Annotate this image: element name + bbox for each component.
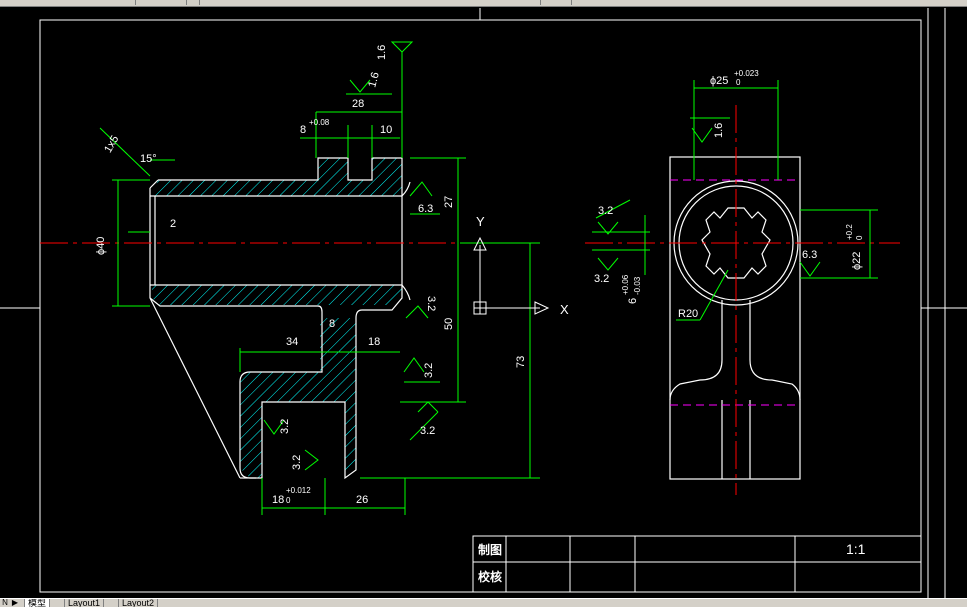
toolbar-segment[interactable] — [541, 0, 572, 5]
dim-8b: 8 — [329, 318, 335, 330]
toolbar-segment[interactable] — [0, 0, 136, 5]
dim-22: ϕ22 — [851, 252, 863, 270]
dim-10: 10 — [380, 124, 392, 136]
toolbar-segment[interactable] — [187, 0, 200, 5]
dim-6-tol: +0.06 — [621, 274, 630, 295]
dim-34: 34 — [286, 336, 298, 348]
rough-63-side: 6.3 — [802, 249, 817, 261]
toolbar-strip — [0, 0, 967, 7]
side-hidden-lines — [670, 179, 800, 406]
title-checked-by: 校核 — [478, 569, 502, 584]
dim-18b: 18 — [272, 494, 284, 506]
hatch-bottom — [152, 285, 402, 305]
side-centerlines — [585, 105, 900, 495]
tab-layout1[interactable]: Layout1 — [64, 599, 105, 607]
dim-2: 2 — [170, 218, 176, 230]
dim-6: 6 — [627, 298, 639, 304]
dim-r20: R20 — [678, 308, 698, 320]
front-dim-text: ϕ40 2 15° 1x5 8 +0.08 10 28 1.6 1.6 27 6… — [95, 45, 527, 506]
rough-32d: 3.2 — [279, 419, 291, 434]
drawing-border — [0, 8, 967, 598]
rough-32e: 3.2 — [291, 455, 303, 470]
hatch-top — [152, 158, 402, 196]
dim-chamfer: 1x5 — [102, 134, 121, 155]
tab-layout2[interactable]: Layout2 — [118, 599, 159, 607]
dim-25-tol0: 0 — [736, 78, 741, 87]
tab-model[interactable]: 模型 — [24, 599, 51, 607]
rough-32b: 3.2 — [423, 363, 435, 378]
dim-73: 73 — [515, 356, 527, 368]
dim-22-tol: +0.2 — [845, 224, 854, 240]
tab-nav-first-icon[interactable]: N — [2, 598, 8, 607]
rough-32c: 3.2 — [420, 425, 435, 437]
drawing-canvas[interactable]: ϕ40 2 15° 1x5 8 +0.08 10 28 1.6 1.6 27 6… — [0, 7, 967, 598]
ucs-x-label: X — [560, 302, 569, 317]
hatch-web — [240, 318, 356, 478]
ucs-y-label: Y — [476, 214, 485, 229]
rough-32a: 3.2 — [425, 296, 437, 311]
dim-18b-tol0: 0 — [286, 496, 291, 505]
dim-28: 28 — [352, 98, 364, 110]
side-dimensions — [592, 80, 878, 321]
front-view: ϕ40 2 15° 1x5 8 +0.08 10 28 1.6 1.6 27 6… — [40, 41, 540, 515]
title-block — [472, 535, 922, 593]
dim-15deg: 15° — [140, 153, 157, 165]
rough-top2: 1.6 — [366, 71, 382, 89]
dim-40: ϕ40 — [95, 237, 107, 255]
title-scale: 1:1 — [846, 541, 866, 557]
dim-50: 50 — [443, 318, 455, 330]
side-view: ϕ25 +0.023 0 1.6 3.2 3.2 6 +0.06 -0.03 R… — [585, 69, 900, 495]
tab-nav-next-icon[interactable]: ▶ — [11, 598, 19, 607]
dim-6-tol2: -0.03 — [633, 276, 642, 295]
dim-27: 27 — [443, 196, 455, 208]
dim-18b-tol: +0.012 — [286, 486, 311, 495]
dim-22-tol0: 0 — [855, 235, 864, 240]
toolbar-segment[interactable] — [136, 0, 187, 5]
dim-8-tol: +0.08 — [309, 118, 330, 127]
side-dim-text: ϕ25 +0.023 0 1.6 3.2 3.2 6 +0.06 -0.03 R… — [594, 69, 864, 320]
front-dimensions — [99, 41, 540, 515]
dim-25-tol: +0.023 — [734, 69, 759, 78]
dim-25: ϕ25 — [710, 75, 728, 87]
front-outline — [149, 157, 411, 480]
dim-26: 26 — [356, 494, 368, 506]
rough-32a-side: 3.2 — [598, 205, 613, 217]
dim-8: 8 — [300, 124, 306, 136]
dim-18: 18 — [368, 336, 380, 348]
layout-tab-bar: N ▶ 模型 Layout1 Layout2 — [0, 598, 967, 607]
ucs-icon — [473, 236, 550, 315]
rough-63: 6.3 — [418, 203, 433, 215]
rough-32b-side: 3.2 — [594, 273, 609, 285]
rough-top1: 1.6 — [376, 45, 388, 60]
rough-16: 1.6 — [713, 123, 725, 138]
layer-dropdown[interactable] — [200, 0, 541, 5]
title-drawn-by: 制图 — [478, 542, 502, 557]
